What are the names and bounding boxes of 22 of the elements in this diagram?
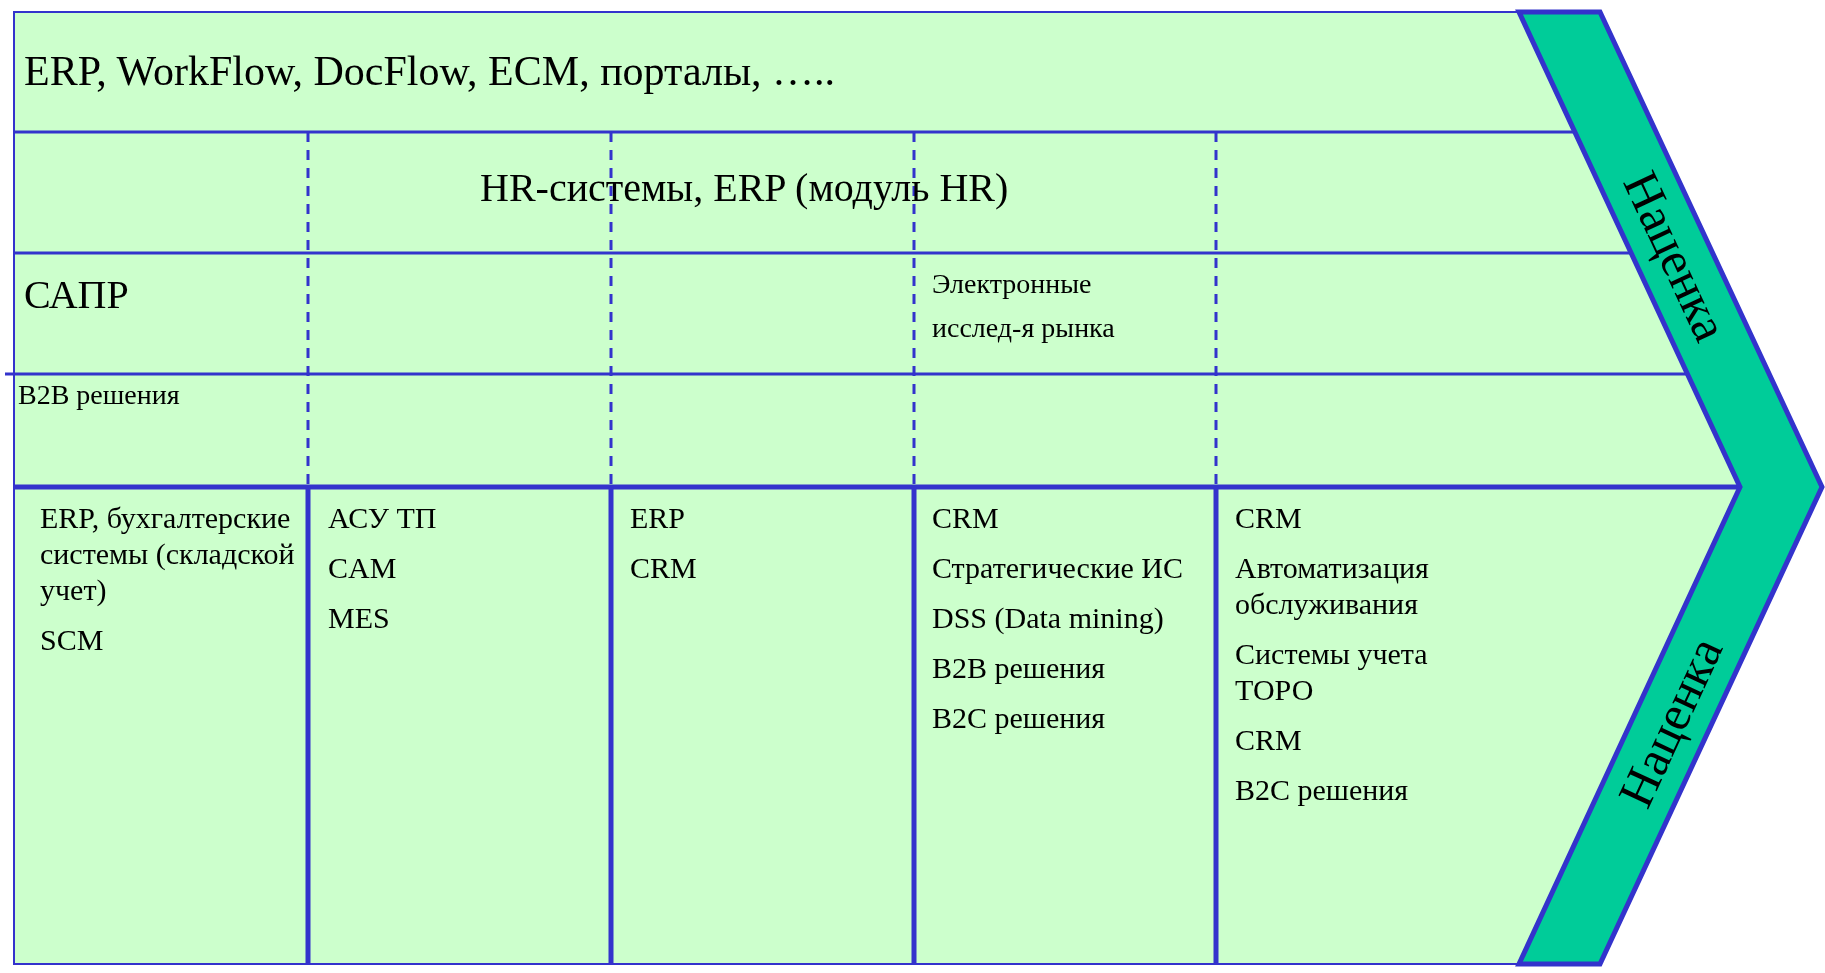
list-item: B2B решения [932, 650, 1107, 686]
list-item: Стратегические ИС [932, 550, 1184, 586]
cell-label: САПР [24, 271, 130, 319]
list-item: MES [328, 600, 391, 636]
list-item: B2C решения [1235, 772, 1410, 808]
list-item: АСУ ТП [328, 500, 438, 536]
list-item: CRM [630, 550, 698, 586]
list-item: ERP [630, 500, 687, 536]
list-item: ERP, бухгалтерские системы (складской учет) [40, 500, 296, 608]
cell-label: Электронные исслед-я рынка [932, 267, 1116, 345]
row-label: ERP, WorkFlow, DocFlow, ECM, порталы, ….. [24, 47, 837, 96]
list-item: DSS (Data mining) [932, 600, 1165, 636]
list-item: CRM [1235, 500, 1303, 536]
list-item: CRM [1235, 722, 1303, 758]
list-item: CAM [328, 550, 398, 586]
list-item: B2C решения [932, 700, 1107, 736]
list-item: SCM [40, 622, 105, 658]
list-item: Автоматизация обслуживания [1235, 550, 1430, 622]
list-item: Системы учета ТОРО [1235, 636, 1429, 708]
list-item: CRM [932, 500, 1000, 536]
cell-label: B2B решения [18, 378, 181, 412]
row-label: HR-системы, ERP (модуль HR) [480, 164, 1010, 212]
